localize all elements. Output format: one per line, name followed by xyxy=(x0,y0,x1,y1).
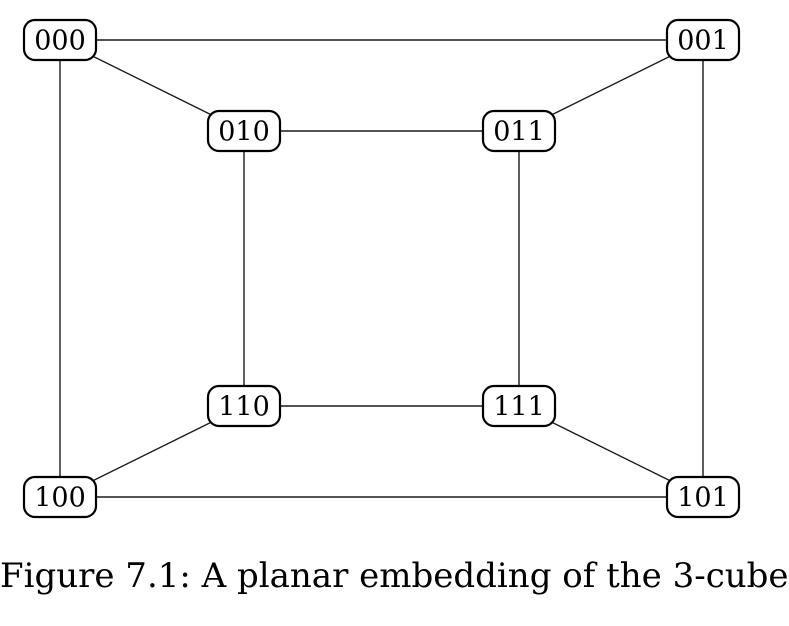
node-label: 100 xyxy=(34,483,86,514)
node-101: 101 xyxy=(665,475,741,519)
edge-layer xyxy=(59,39,704,498)
node-box xyxy=(665,18,741,62)
node-box xyxy=(665,475,741,519)
node-110: 110 xyxy=(206,384,282,428)
node-111: 111 xyxy=(481,384,557,428)
node-box xyxy=(206,109,282,153)
node-layer: 000 001 010 011 100 101 110 111 xyxy=(22,18,741,519)
node-000: 000 xyxy=(22,18,98,62)
node-label: 000 xyxy=(34,26,86,57)
node-100: 100 xyxy=(22,475,98,519)
node-label: 101 xyxy=(677,483,729,514)
figure-caption: Figure 7.1: A planar embedding of the 3-… xyxy=(0,556,789,596)
node-label: 001 xyxy=(677,26,729,57)
node-box xyxy=(22,475,98,519)
node-label: 010 xyxy=(218,117,270,148)
node-010: 010 xyxy=(206,109,282,153)
node-box xyxy=(481,384,557,428)
node-label: 111 xyxy=(493,392,545,423)
node-box xyxy=(481,109,557,153)
node-011: 011 xyxy=(481,109,557,153)
node-box xyxy=(206,384,282,428)
node-box xyxy=(22,18,98,62)
cube-graph-diagram: 000 001 010 011 100 101 110 111 xyxy=(22,18,741,519)
node-label: 110 xyxy=(218,392,270,423)
node-001: 001 xyxy=(665,18,741,62)
node-label: 011 xyxy=(493,117,545,148)
